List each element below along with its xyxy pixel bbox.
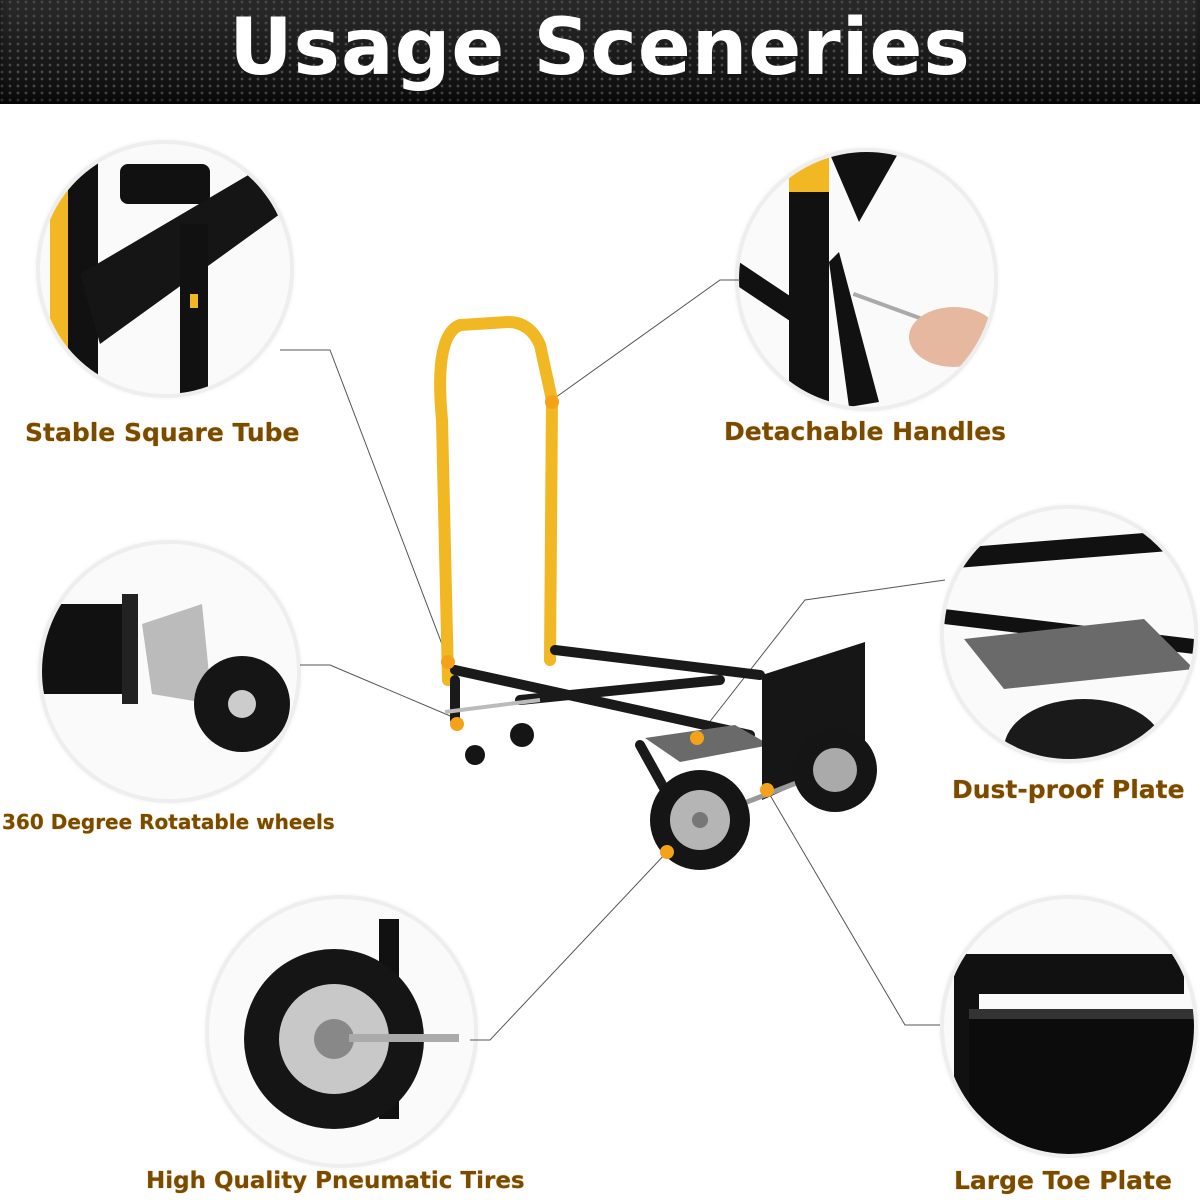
- label-toe-plate: Large Toe Plate: [954, 1166, 1172, 1195]
- label-square-tube: Stable Square Tube: [25, 418, 300, 447]
- label-pneumatic-tires: High Quality Pneumatic Tires: [146, 1168, 525, 1194]
- detail-circle-rotatable-wheels: [38, 540, 301, 803]
- detail-circle-handles: [735, 148, 998, 411]
- detail-circle-toe-plate: [940, 895, 1198, 1158]
- dust-plate-closeup-icon: [944, 529, 1194, 759]
- header-banner: Usage Sceneries: [0, 0, 1200, 104]
- detail-circle-square-tube: [36, 140, 294, 398]
- caster-wheel-closeup-icon: [42, 594, 290, 752]
- label-dust-plate: Dust-proof Plate: [952, 775, 1185, 804]
- detail-circle-dust-plate: [940, 505, 1198, 763]
- pneumatic-tire-closeup-icon: [244, 919, 459, 1129]
- handles-closeup-icon: [739, 152, 994, 407]
- square-tube-closeup-icon: [50, 144, 280, 394]
- page-title: Usage Sceneries: [229, 3, 971, 93]
- detail-circle-pneumatic-tires: [205, 895, 478, 1168]
- label-rotatable-wheels: 360 Degree Rotatable wheels: [2, 810, 335, 834]
- label-handles: Detachable Handles: [724, 417, 1007, 446]
